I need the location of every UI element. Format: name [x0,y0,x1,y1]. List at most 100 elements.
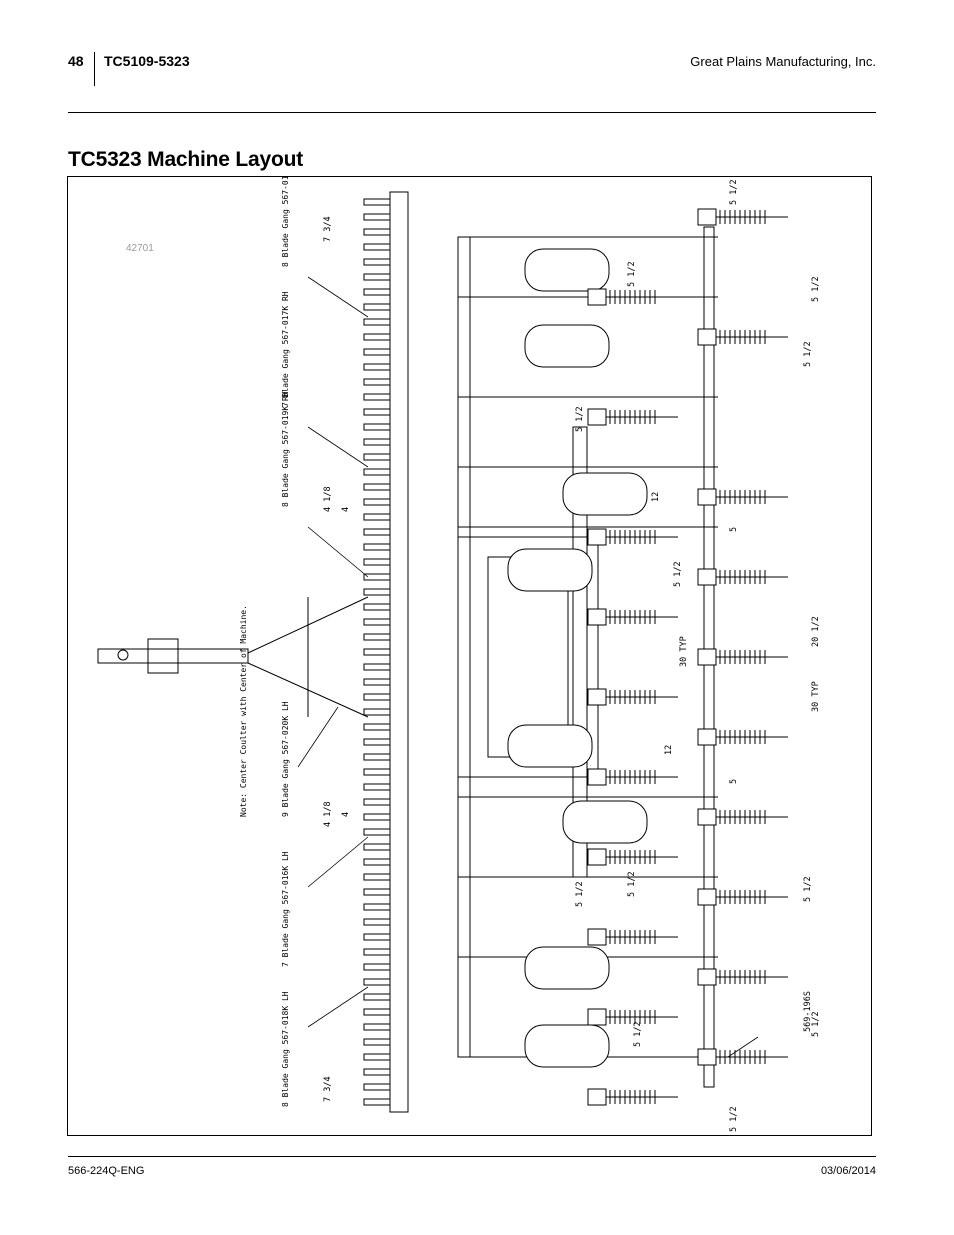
spring-unit [587,528,678,546]
disc-blade [363,948,391,956]
disc-blade [363,843,391,851]
disc-blade [363,558,391,566]
disc-blade [363,1068,391,1076]
disc-blade [363,618,391,626]
spring-unit [587,1088,678,1106]
disc-blade [363,333,391,341]
disc-blade [363,1008,391,1016]
disc-blade [363,363,391,371]
spring-unit [587,288,678,306]
spring-unit [697,808,788,826]
svg-text:4 1/8: 4 1/8 [323,801,333,827]
spring-unit [587,1008,678,1026]
svg-text:30 TYP: 30 TYP [811,681,821,712]
disc-blade [363,198,391,206]
disc-blade [363,993,391,1001]
spring-unit [697,888,788,906]
disc-blade [363,783,391,791]
disc-blade [363,678,391,686]
model-number: TC5109-5323 [104,53,190,69]
gang-label: 9 Blade Gang 567-020K LH [281,701,290,817]
svg-text:4: 4 [341,507,351,512]
disc-blade [363,318,391,326]
disc-blade [363,933,391,941]
disc-blade [363,963,391,971]
page-number: 48 [68,53,84,69]
disc-blade [363,573,391,581]
spring-unit [587,408,678,426]
disc-blade [363,393,391,401]
disc-blade [363,888,391,896]
spring-unit [587,768,678,786]
figure-number: 42701 [126,243,154,254]
svg-text:12: 12 [651,492,661,502]
disc-blade [363,588,391,596]
disc-blade [363,378,391,386]
disc-blade [363,813,391,821]
disc-blade [363,513,391,521]
disc-blade [363,708,391,716]
svg-text:5 1/2: 5 1/2 [729,179,739,205]
gang-label: 8 Blade Gang 567-018K LH [281,991,290,1107]
disc-blade [363,288,391,296]
svg-text:5 1/2: 5 1/2 [575,406,585,432]
gang-labels: 8 Blade Gang 567-019K RH 7 Blade Gang 56… [239,177,290,1107]
disc-blade [363,273,391,281]
disc-gang-bar [389,191,409,1113]
svg-text:5 1/2: 5 1/2 [811,1011,821,1037]
header-rule [68,112,876,113]
disc-blade [363,753,391,761]
hitch-tongue [97,648,249,664]
disc-blade [363,438,391,446]
spring-unit [697,648,788,666]
svg-text:5: 5 [729,527,739,532]
document-date: 03/06/2014 [820,1165,876,1177]
spring-unit [697,328,788,346]
svg-text:5 1/2: 5 1/2 [575,881,585,907]
spring-unit [587,608,678,626]
company-name: Great Plains Manufacturing, Inc. [690,54,876,69]
inner-dimensions: 5 1/2 5 1/2 12 5 5 1/2 30 TYP 12 5 5 1/2… [575,261,813,1047]
svg-text:5 1/2: 5 1/2 [803,341,813,367]
disc-blade [363,423,391,431]
disc-blade [363,648,391,656]
spring-unit [697,968,788,986]
gang-label: 7 Blade Gang 567-016K LH [281,851,290,967]
disc-blade [363,633,391,641]
disc-blade [363,243,391,251]
machine-layout-drawing: 8 Blade Gang 567-019K RH 7 Blade Gang 56… [97,177,821,1132]
left-dimensions: 7 3/4 4 1/8 4 4 4 1/8 7 3/4 [323,216,351,1102]
disc-blade [363,828,391,836]
disc-blade [363,723,391,731]
right-dimensions: 5 1/2 5 1/2 5 1/2 20 1/2 30 TYP 5 1/2 5 … [729,179,821,1132]
disc-blade [363,738,391,746]
svg-text:5 1/2: 5 1/2 [627,261,637,287]
gang-label: 8 Blade Gang 567-019K RH [281,177,290,267]
svg-text:5 1/2: 5 1/2 [803,876,813,902]
disc-blade [363,768,391,776]
disc-blade [363,528,391,536]
disc-blade [363,798,391,806]
spring-unit [587,928,678,946]
disc-blade [363,1098,391,1106]
gauge-wheels [507,248,648,1068]
spring-unit [697,568,788,586]
center-coulter-note: Note: Center Coulter with Center of Mach… [239,605,248,817]
svg-text:5 1/2: 5 1/2 [633,1021,643,1047]
spring-unit [697,728,788,746]
header-divider [94,52,95,86]
disc-blade [363,873,391,881]
spring-unit [697,488,788,506]
disc-blade [363,1083,391,1091]
disc-blade [363,498,391,506]
spring-unit [697,1048,788,1066]
disc-blade [363,978,391,986]
disc-blade [363,483,391,491]
disc-blade [363,408,391,416]
svg-text:5 1/2: 5 1/2 [729,1106,739,1132]
gang-label: 8 Blade Gang 567-019K RH [281,391,290,507]
part-number: 569-196S [803,991,813,1032]
svg-text:7 3/4: 7 3/4 [323,216,333,242]
svg-text:12: 12 [664,745,674,755]
svg-text:30 TYP: 30 TYP [679,636,689,667]
